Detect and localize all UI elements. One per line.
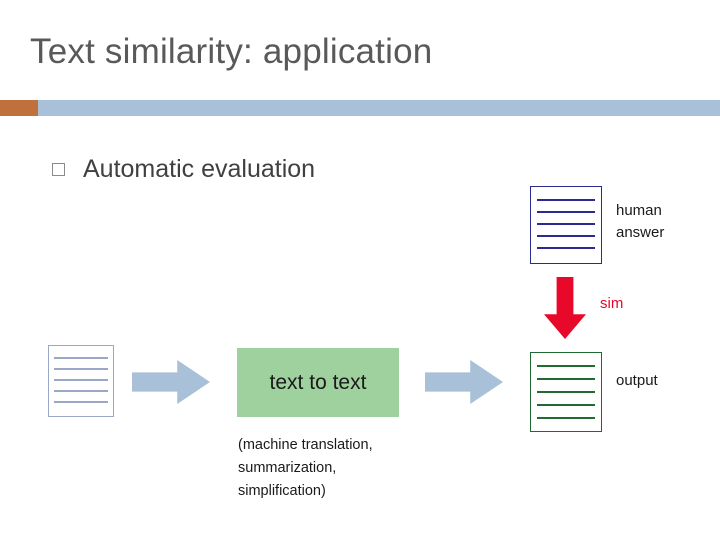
process-to-output-arrow-icon [425,360,503,404]
process-box-caption: (machine translation, summarization, sim… [238,437,373,499]
output-document-icon [530,352,602,432]
title-divider-band [0,100,720,116]
input-to-process-arrow-icon [132,360,210,404]
similarity-arrow-icon [544,277,586,339]
human-answer-document-icon [530,186,602,264]
human-answer-label: human answer [616,202,665,241]
title-divider-accent [0,100,38,116]
output-label: output [616,372,658,389]
bullet-row: Automatic evaluation [52,155,315,184]
similarity-label: sim [600,295,624,312]
square-bullet-icon [52,163,65,176]
page-title: Text similarity: application [30,32,433,71]
process-box: text to text [237,348,399,417]
process-box-label: text to text [269,370,367,394]
bullet-text: Automatic evaluation [83,155,316,183]
input-document-icon [48,345,114,417]
